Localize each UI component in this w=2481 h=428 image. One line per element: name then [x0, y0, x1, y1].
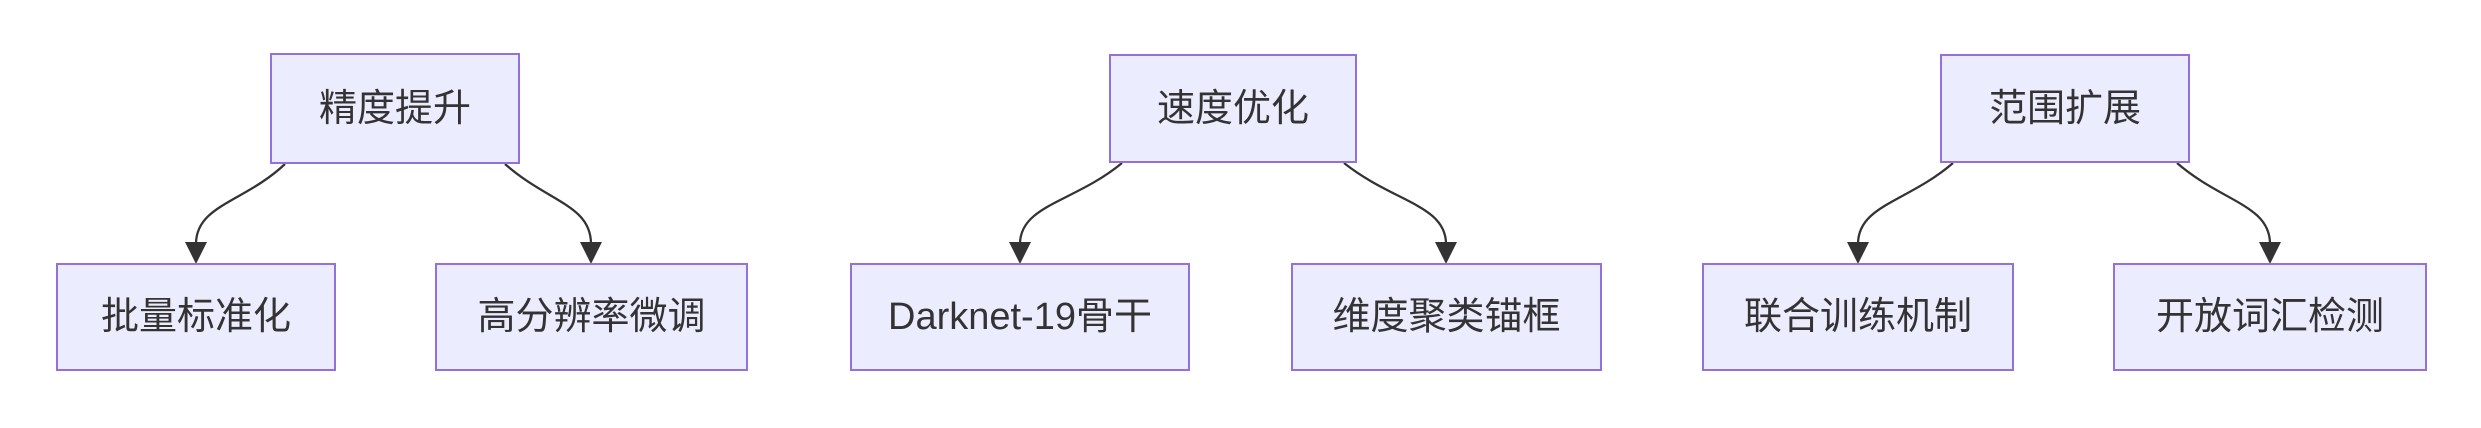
node-label: 高分辨率微调 — [477, 296, 706, 338]
node-joint-training-mechanism: 联合训练机制 — [1702, 263, 2014, 371]
node-label: 联合训练机制 — [1743, 296, 1972, 338]
edge-curve — [1018, 162, 1123, 245]
node-label: 精度提升 — [318, 87, 471, 130]
edge-speed-to-darknet19 — [1009, 162, 1123, 264]
node-scope-expansion: 范围扩展 — [1940, 54, 2190, 163]
arrowhead-icon — [580, 242, 602, 264]
edge-accuracy-to-batch-norm — [185, 163, 286, 264]
arrowhead-icon — [1009, 242, 1031, 264]
edge-scope-to-open-vocab — [2176, 162, 2281, 264]
node-label: Darknet-19骨干 — [888, 296, 1152, 338]
edge-curve — [1856, 162, 1954, 245]
arrowhead-icon — [2259, 242, 2281, 264]
edge-curve — [2176, 162, 2272, 245]
node-label: 维度聚类锚框 — [1332, 296, 1561, 338]
node-accuracy-improvement: 精度提升 — [270, 53, 520, 164]
edge-accuracy-to-high-res-finetune — [504, 163, 602, 264]
edge-curve — [504, 163, 593, 245]
node-high-res-finetune: 高分辨率微调 — [435, 263, 748, 371]
node-open-vocabulary-detection: 开放词汇检测 — [2113, 263, 2427, 371]
edge-scope-to-joint-training — [1847, 162, 1954, 264]
arrowhead-icon — [185, 242, 207, 264]
node-darknet19-backbone: Darknet-19骨干 — [850, 263, 1190, 371]
arrowhead-icon — [1435, 242, 1457, 264]
node-label: 范围扩展 — [1988, 87, 2141, 130]
node-label: 开放词汇检测 — [2155, 296, 2384, 338]
edge-curve — [1343, 162, 1448, 245]
edge-curve — [194, 163, 286, 245]
edge-speed-to-dimension-clusters — [1343, 162, 1457, 264]
node-dimension-cluster-anchors: 维度聚类锚框 — [1291, 263, 1602, 371]
node-label: 速度优化 — [1156, 87, 1309, 130]
node-speed-optimization: 速度优化 — [1109, 54, 1357, 163]
node-label: 批量标准化 — [100, 296, 291, 338]
arrowhead-icon — [1847, 242, 1869, 264]
node-batch-normalization: 批量标准化 — [56, 263, 336, 371]
